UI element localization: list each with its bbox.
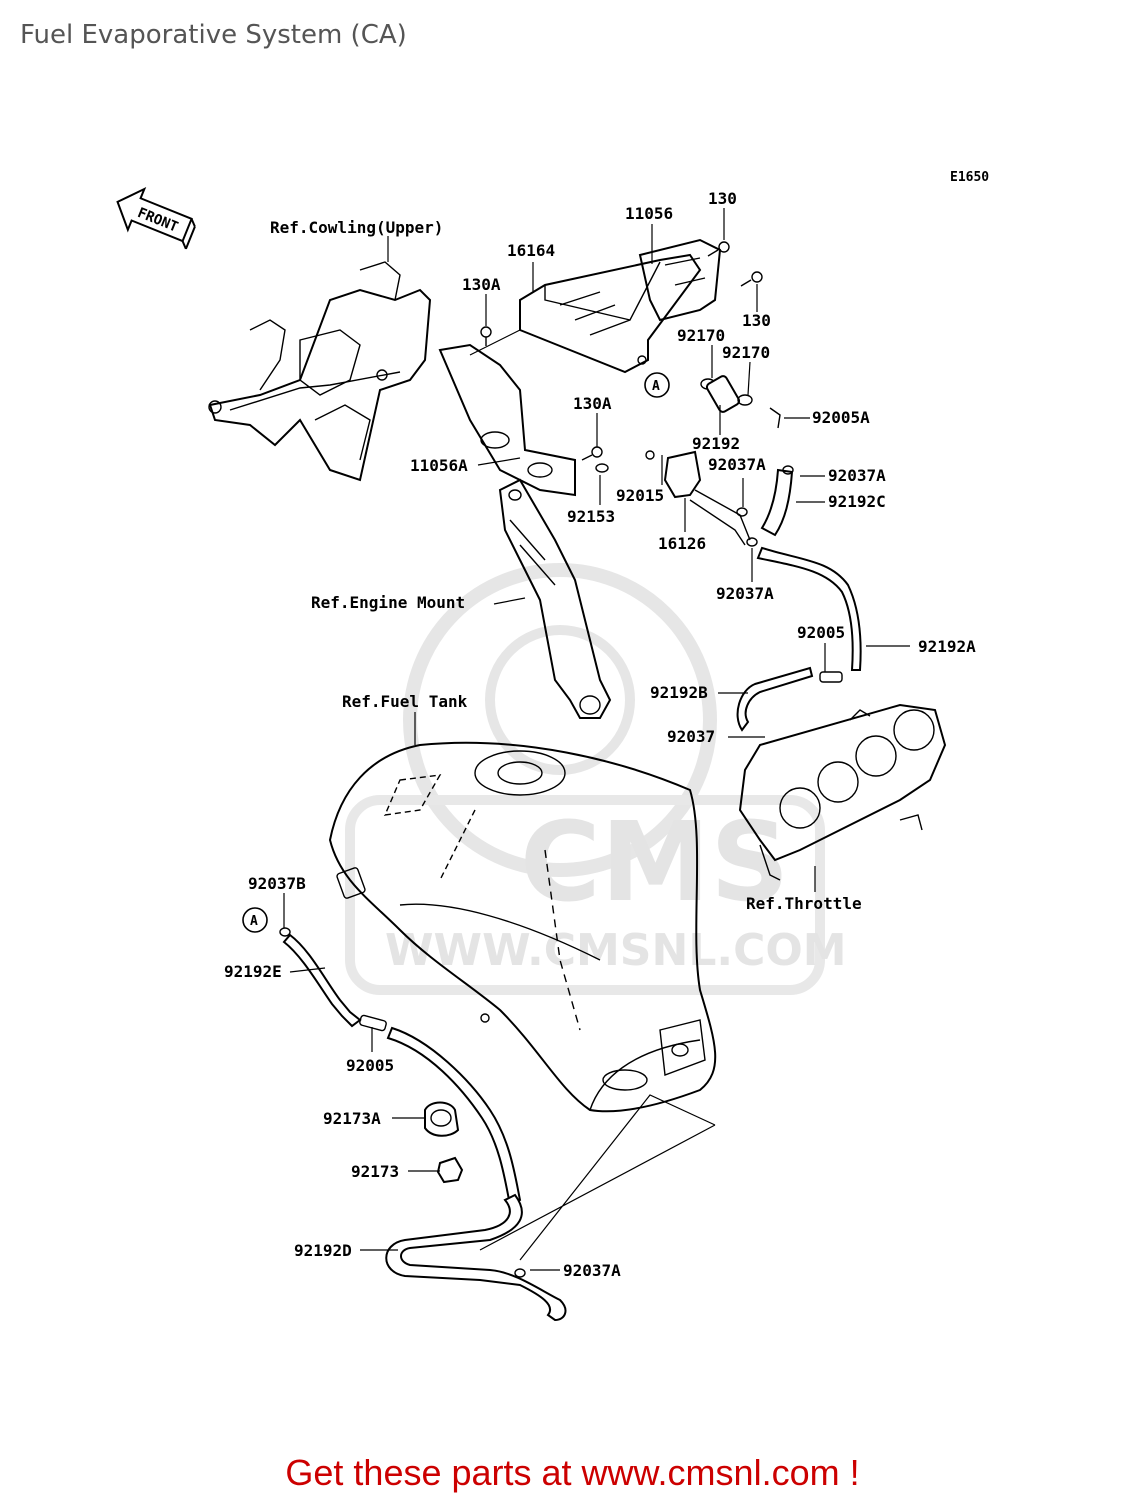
part-92170-b-label: 92170 <box>722 343 770 362</box>
part-92037a-2-label: 92037A <box>828 466 886 485</box>
part-92037a-1-label: 92037A <box>708 455 766 474</box>
part-130a-top-label: 130A <box>462 275 501 294</box>
part-92037b-label: 92037B <box>248 874 306 893</box>
clamp-92173a-icon <box>424 1101 460 1137</box>
part-92173a-label: 92173A <box>323 1109 381 1128</box>
leader-lines <box>283 208 910 1271</box>
part-11056-label: 11056 <box>625 204 673 223</box>
watermark-url: WWW.CMSNL.COM <box>385 925 847 976</box>
part-130-right-label: 130 <box>742 311 771 330</box>
page-title: Fuel Evaporative System (CA) <box>20 20 407 50</box>
part-16126-label: 16126 <box>658 534 706 553</box>
canister-assembly <box>438 238 763 497</box>
part-11056a-label: 11056A <box>410 456 468 475</box>
part-92173-label: 92173 <box>351 1162 399 1181</box>
part-92037a-3-label: 92037A <box>716 584 774 603</box>
part-92192c-label: 92192C <box>828 492 886 511</box>
part-92192b-label: 92192B <box>650 683 708 702</box>
canister-hoses <box>645 375 862 732</box>
part-92015-label: 92015 <box>616 486 664 505</box>
part-130-top-label: 130 <box>708 189 737 208</box>
part-92192d-label: 92192D <box>294 1241 352 1260</box>
part-16164-label: 16164 <box>507 241 555 260</box>
clamp-92173-icon <box>436 1156 464 1184</box>
part-92192e-label: 92192E <box>224 962 282 981</box>
connection-marker-a-top: A <box>644 372 670 398</box>
part-92037-label: 92037 <box>667 727 715 746</box>
cowling-bracket <box>208 261 432 482</box>
engine-mount <box>498 478 612 719</box>
ref-fuel-tank-label: Ref.Fuel Tank <box>342 692 468 711</box>
lower-hoses <box>279 927 716 1322</box>
footer-link[interactable]: Get these parts at www.cmsnl.com ! <box>285 1452 860 1493</box>
part-92005-top-label: 92005 <box>797 623 845 642</box>
ref-cowling-label: Ref.Cowling(Upper) <box>270 218 443 237</box>
part-92170-a-label: 92170 <box>677 326 725 345</box>
diagram-code: E1650 <box>950 170 989 185</box>
throttle-bodies <box>738 703 947 881</box>
part-92005a-label: 92005A <box>812 408 870 427</box>
part-92192a-label: 92192A <box>918 637 976 656</box>
part-130a-mid-label: 130A <box>573 394 612 413</box>
ref-throttle-label: Ref.Throttle <box>746 894 862 913</box>
watermark: CMS WWW.CMSNL.COM <box>345 563 847 995</box>
part-92005-bottom-label: 92005 <box>346 1056 394 1075</box>
washer-92153-icon <box>595 463 609 473</box>
ref-engine-mount-label: Ref.Engine Mount <box>311 593 465 612</box>
part-92192-label: 92192 <box>692 434 740 453</box>
bolt-130a-top-icon <box>480 326 492 346</box>
callout-labels: Ref.Cowling(Upper) 11056 130 16164 130A … <box>224 189 976 1280</box>
fuel-tank <box>328 741 717 1113</box>
watermark-brand: CMS <box>520 798 789 926</box>
bolt-130-right-icon <box>740 271 763 287</box>
bolt-130a-mid-icon <box>581 446 603 461</box>
circle-a-bottom-label: A <box>250 914 258 929</box>
part-92153-label: 92153 <box>567 507 615 526</box>
bolt-130-top-icon <box>707 241 730 257</box>
connection-marker-a-bottom: A <box>242 907 268 933</box>
part-92037a-4-label: 92037A <box>563 1261 621 1280</box>
front-arrow-icon: FRONT <box>116 186 196 250</box>
circle-a-top-label: A <box>652 379 660 394</box>
